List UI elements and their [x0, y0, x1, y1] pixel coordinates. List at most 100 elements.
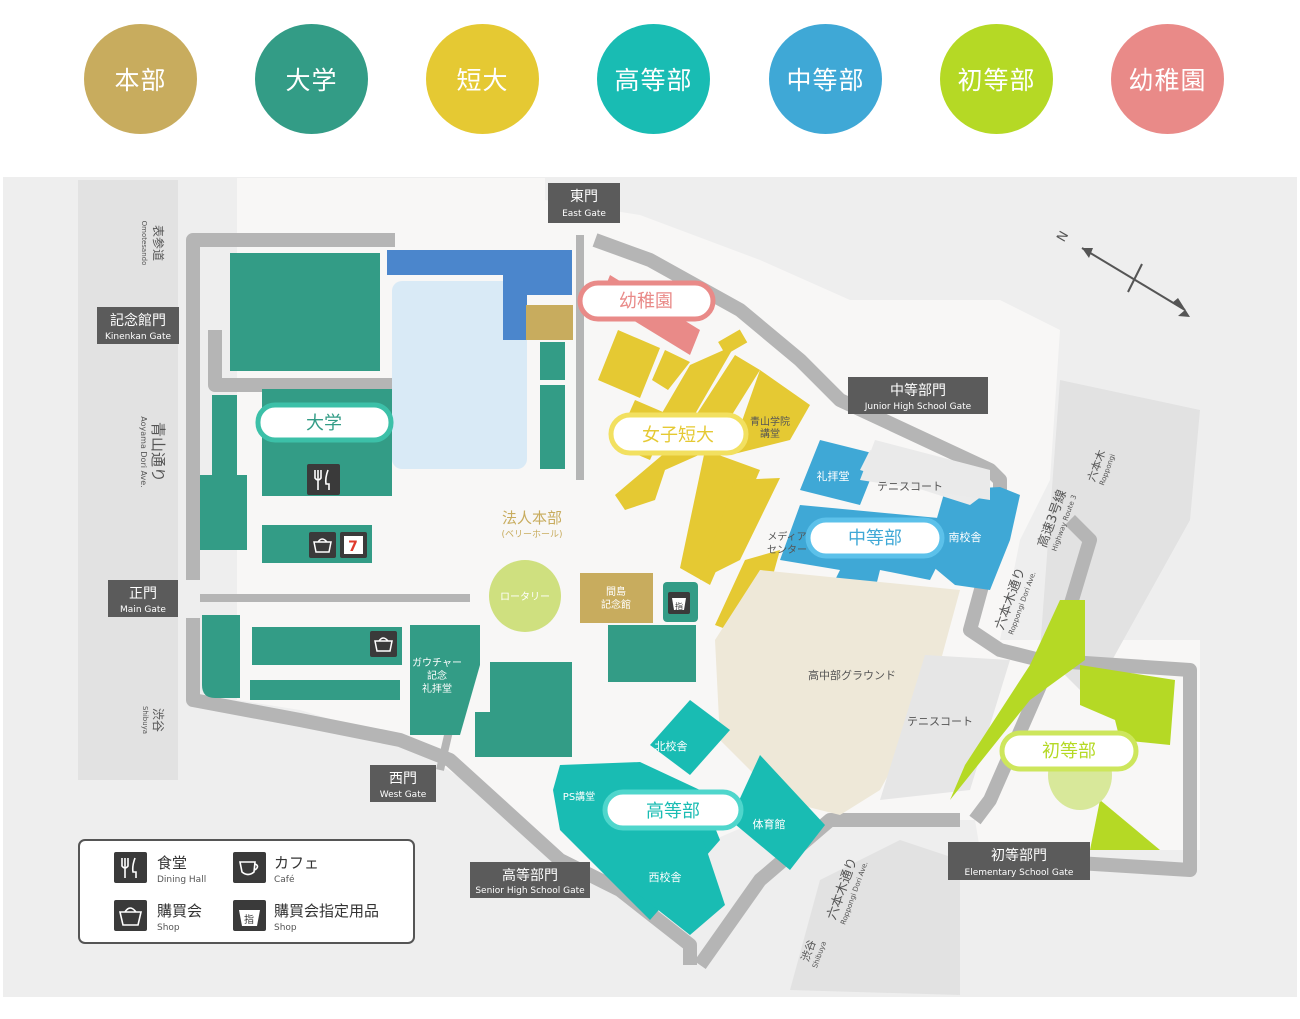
map-facility-icons: 7 指	[307, 464, 690, 657]
label-tennis-2: テニスコート	[907, 715, 973, 728]
gate-junior-high-en: Junior High School Gate	[864, 402, 972, 412]
pill-koutoubu-text: 高等部	[646, 801, 700, 822]
division-tandai-button[interactable]: 短大	[426, 24, 539, 134]
building-shotoubu-1[interactable]	[950, 600, 1085, 800]
gates: 東門 East Gate 記念館門 Kinenkan Gate 正門 Main …	[97, 183, 1090, 898]
building-daigaku-12[interactable]	[540, 385, 565, 469]
seven-eleven-glyph: 7	[348, 539, 358, 555]
gate-kinenkan[interactable]	[97, 307, 179, 344]
daigaku-buildings	[200, 253, 698, 757]
label-tennis-1: テニスコート	[877, 480, 943, 493]
label-ps-kodo: PS講堂	[563, 790, 595, 803]
label-gaucher-3: 礼拝堂	[422, 682, 452, 695]
legend-designated-en: Shop	[274, 923, 297, 933]
building-seikousha[interactable]	[620, 820, 725, 935]
label-rotary: ロータリー	[500, 591, 550, 603]
label-kodo-2: 講堂	[760, 427, 780, 440]
pill-daigaku-text: 大学	[306, 413, 342, 434]
legend-designated-ja: 購買会指定用品	[274, 902, 379, 920]
gate-elementary-en: Elementary School Gate	[965, 868, 1074, 878]
pill-youchien-text: 幼稚園	[619, 291, 673, 312]
label-kodo-1: 青山学院	[750, 415, 790, 428]
shop-icon[interactable]	[309, 532, 336, 558]
building-daigaku-10[interactable]	[608, 625, 696, 682]
building-blue[interactable]	[387, 250, 572, 340]
label-berry-hall: (ベリーホール)	[501, 529, 562, 540]
legend-shop-ja: 購買会	[157, 902, 202, 920]
road-aoyama-en: Aoyama Dori Ave.	[139, 416, 148, 487]
road-omotesando-ja: 表参道	[151, 225, 166, 261]
gate-east[interactable]	[548, 183, 620, 223]
dining-icon[interactable]	[307, 464, 340, 495]
gate-elementary[interactable]	[948, 842, 1090, 880]
gate-kinenkan-ja: 記念館門	[110, 312, 166, 329]
road-shibuya-en: Shibuya	[141, 706, 149, 734]
pill-daigaku[interactable]	[255, 402, 394, 443]
designated-glyph-map: 指	[675, 601, 683, 611]
building-honbu-1[interactable]	[526, 305, 573, 340]
legend-cafe-en: Café	[274, 874, 295, 885]
building-gaucher-chapel[interactable]	[410, 625, 480, 735]
building-daigaku-9[interactable]	[475, 662, 572, 757]
pill-shotoubu[interactable]	[999, 730, 1139, 772]
building-chapel[interactable]	[800, 440, 880, 505]
road-shibuya-ja: 渋谷	[151, 708, 165, 732]
legend-dining-icon	[114, 852, 147, 883]
gate-senior-high-en: Senior High School Gate	[475, 886, 585, 896]
building-taiikukan[interactable]	[730, 755, 825, 870]
division-chuutoubu-button[interactable]: 中等部	[769, 24, 882, 134]
legend-box	[78, 839, 415, 944]
legend: 食堂 Dining Hall カフェ Café 購買会 Shop 指 購買会指定…	[78, 839, 415, 944]
gate-main-ja: 正門	[129, 586, 157, 602]
building-shotoubu-2[interactable]	[1080, 665, 1175, 745]
division-selector: 本部 大学 短大 高等部 中等部 初等部 幼稚園	[0, 0, 1300, 160]
division-shotoubu-button[interactable]: 初等部	[940, 24, 1053, 134]
shop-icon-2[interactable]	[370, 631, 397, 657]
label-taiikukan: 体育館	[753, 817, 786, 831]
rotary-circle[interactable]	[489, 560, 561, 632]
pill-chuutoubu[interactable]	[805, 517, 945, 559]
gate-elementary-ja: 初等部門	[991, 847, 1047, 864]
label-mashima-1: 間島	[606, 585, 626, 598]
legend-shop-en: Shop	[157, 923, 180, 933]
label-chapel: 礼拝堂	[817, 469, 850, 483]
label-seikousha: 西校舎	[649, 870, 682, 884]
gate-senior-high-ja: 高等部門	[502, 867, 558, 884]
gate-west[interactable]	[370, 765, 436, 802]
pill-shotoubu-text: 初等部	[1042, 741, 1096, 762]
legend-cafe-icon	[233, 852, 266, 883]
gate-east-ja: 東門	[570, 189, 598, 205]
pill-koutoubu[interactable]	[602, 789, 744, 831]
aoyama-street-area	[78, 180, 178, 780]
division-honbu-button[interactable]: 本部	[84, 24, 197, 134]
building-daigaku-1[interactable]	[230, 253, 380, 371]
division-daigaku-button[interactable]: 大学	[255, 24, 368, 134]
building-shotoubu-3[interactable]	[1090, 800, 1160, 850]
label-houjin-honbu: 法人本部	[502, 509, 562, 527]
building-daigaku-6[interactable]	[202, 615, 240, 698]
road-aoyama-ja: 青山通り	[149, 422, 167, 482]
gate-junior-high[interactable]	[848, 377, 988, 414]
road-omotesando-en: Omotesando	[140, 221, 148, 266]
division-youchien-button[interactable]: 幼稚園	[1111, 24, 1224, 134]
legend-dining-en: Dining Hall	[157, 875, 206, 885]
building-daigaku-5[interactable]	[200, 475, 247, 550]
pill-youchien[interactable]	[577, 280, 716, 322]
gate-main[interactable]	[108, 580, 178, 617]
building-hokukousha[interactable]	[650, 700, 730, 775]
gate-main-en: Main Gate	[120, 605, 166, 615]
gate-senior-high[interactable]	[470, 862, 590, 898]
label-gaucher-1: ガウチャー	[412, 657, 462, 669]
building-nankousha[interactable]	[925, 487, 1020, 590]
legend-shop-icon	[114, 900, 147, 931]
compass: N	[1054, 229, 1190, 317]
building-daigaku-8[interactable]	[250, 680, 400, 700]
pill-chuutoubu-text: 中等部	[848, 528, 902, 549]
tennis-court-1-lines	[860, 440, 990, 500]
building-mashima-kinenkan[interactable]	[580, 573, 653, 623]
division-koutoubu-button[interactable]: 高等部	[597, 24, 710, 134]
gate-junior-high-ja: 中等部門	[890, 382, 946, 399]
pill-joshi-tandai[interactable]	[608, 412, 749, 456]
building-daigaku-11[interactable]	[540, 342, 565, 380]
light-blue-area	[392, 281, 527, 469]
